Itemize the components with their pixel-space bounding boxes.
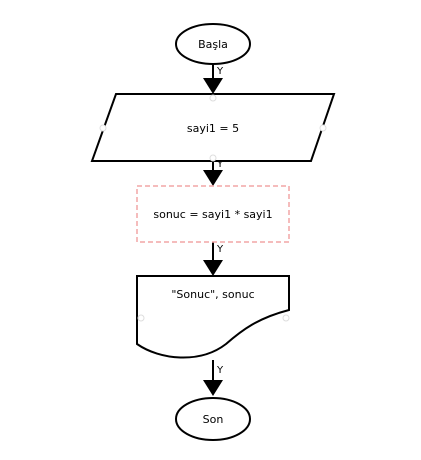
arrowhead <box>203 260 223 276</box>
node-label: Başla <box>198 38 228 51</box>
terminator-shape <box>175 23 251 65</box>
node-start[interactable]: Başla <box>175 23 251 65</box>
edge-label: Y <box>216 244 224 255</box>
node-output[interactable]: "Sonuc", sonuc <box>136 275 290 359</box>
edge-output-end[interactable]: Y <box>203 360 224 396</box>
node-assign[interactable]: sayi1 = 5 <box>90 93 336 162</box>
node-label: "Sonuc", sonuc <box>171 288 254 301</box>
input-output-shape <box>90 93 336 162</box>
node-label: sayi1 = 5 <box>187 122 239 135</box>
connection-handle[interactable] <box>209 94 217 102</box>
node-label: sonuc = sayi1 * sayi1 <box>153 208 272 221</box>
terminator-shape <box>175 397 251 441</box>
arrowhead <box>203 170 223 186</box>
edge-label: Y <box>216 365 224 376</box>
node-label: Son <box>203 413 224 426</box>
edge-label: Y <box>216 66 224 77</box>
node-process[interactable]: sonuc = sayi1 * sayi1 <box>136 185 290 243</box>
edge-assign-process[interactable]: Y <box>203 159 224 186</box>
arrowhead <box>203 380 223 396</box>
display-shape <box>136 275 290 359</box>
connection-handle[interactable] <box>209 154 217 162</box>
edge-start-assign[interactable]: Y <box>203 64 224 94</box>
process-shape <box>136 185 290 243</box>
node-end[interactable]: Son <box>175 397 251 441</box>
connection-handle[interactable] <box>137 314 145 322</box>
connection-handle[interactable] <box>99 124 107 132</box>
edge-label: Y <box>216 159 224 170</box>
connection-handle[interactable] <box>282 314 290 322</box>
arrowhead <box>203 78 223 94</box>
edge-process-output[interactable]: Y <box>203 242 224 276</box>
connection-handle[interactable] <box>319 124 327 132</box>
